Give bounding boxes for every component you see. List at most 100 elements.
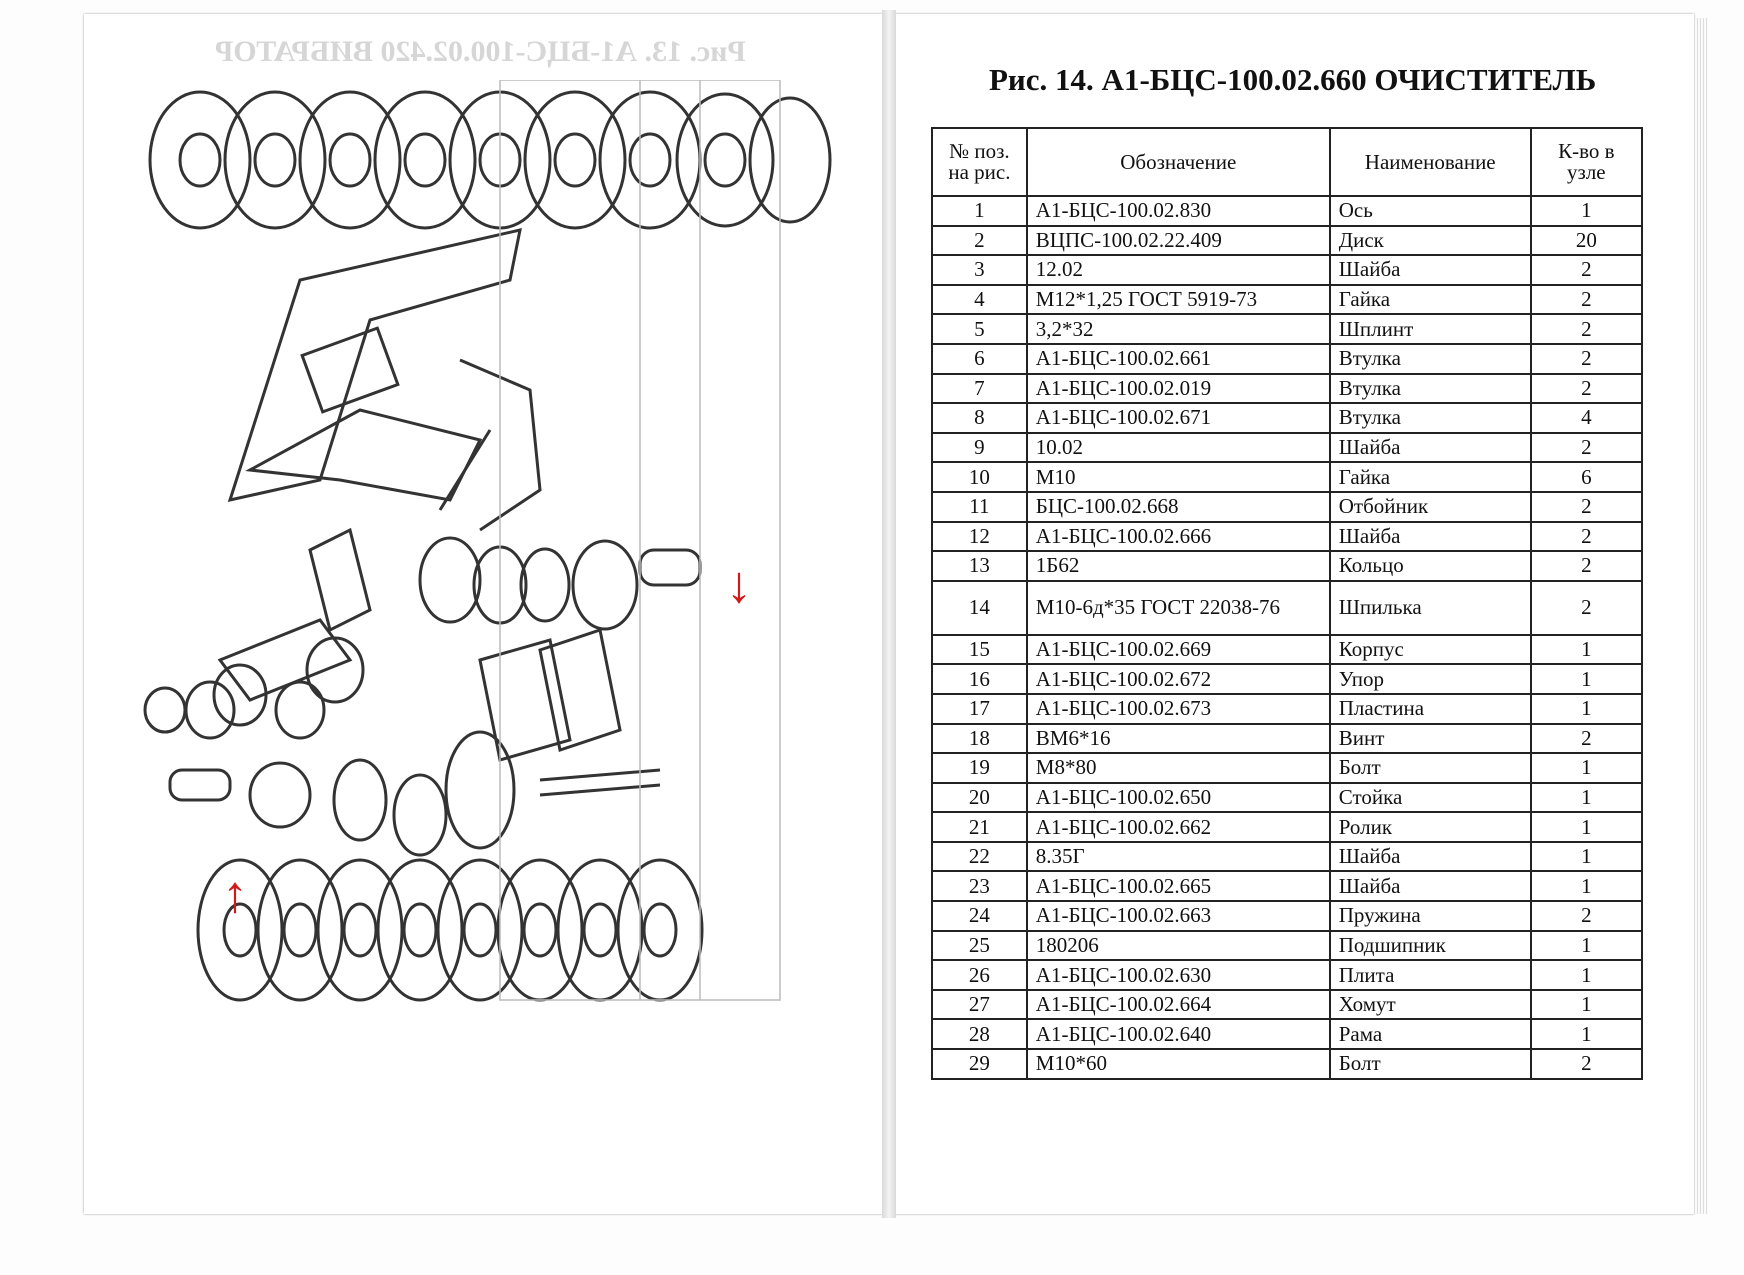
cell-position: 14 <box>931 579 1028 636</box>
cell-designation: 12.02 <box>1025 254 1331 286</box>
cell-position: 27 <box>931 988 1028 1021</box>
cell-position: 3 <box>931 254 1028 286</box>
cell-name: Болт <box>1328 1048 1532 1080</box>
cell-position: 7 <box>931 372 1028 405</box>
cell-quantity: 2 <box>1529 313 1644 345</box>
cell-designation: 10.02 <box>1025 431 1331 464</box>
cell-designation: А1-БЦС-100.02.019 <box>1025 372 1331 405</box>
cell-quantity: 2 <box>1529 579 1644 636</box>
header-designation: Обозначение <box>1025 127 1331 197</box>
cell-quantity: 1 <box>1529 692 1644 725</box>
red-arrow-down-icon: ↓ <box>726 557 752 614</box>
cell-quantity: 1 <box>1529 752 1644 784</box>
cell-quantity: 2 <box>1529 900 1644 932</box>
cell-name: Втулка <box>1328 372 1532 405</box>
cell-name: Винт <box>1328 722 1532 755</box>
cell-name: Корпус <box>1328 633 1532 666</box>
cell-designation: М10 <box>1025 461 1331 493</box>
cell-designation: А1-БЦС-100.02.663 <box>1025 900 1331 932</box>
cell-quantity: 1 <box>1529 988 1644 1021</box>
cell-designation: А1-БЦС-100.02.662 <box>1025 811 1331 843</box>
cell-designation: А1-БЦС-100.02.661 <box>1025 342 1331 375</box>
cell-name: Шайба <box>1328 870 1532 903</box>
cell-position: 5 <box>931 313 1028 345</box>
cell-name: Болт <box>1328 752 1532 784</box>
cell-name: Ось <box>1328 195 1532 227</box>
cell-quantity: 1 <box>1529 929 1644 962</box>
cell-name: Шплинт <box>1328 313 1532 345</box>
cell-quantity: 1 <box>1529 1018 1644 1051</box>
cell-position: 9 <box>931 431 1028 464</box>
book-gutter <box>882 10 896 1218</box>
cell-designation: А1-БЦС-100.02.830 <box>1025 195 1331 227</box>
cell-designation: 8.35Г <box>1025 840 1331 873</box>
red-arrow-up-icon: ↓ <box>222 872 248 929</box>
cell-name: Гайка <box>1328 283 1532 316</box>
cell-quantity: 2 <box>1529 490 1644 523</box>
cell-position: 1 <box>931 195 1028 227</box>
cell-name: Пружина <box>1328 900 1532 932</box>
cell-designation: А1-БЦС-100.02.630 <box>1025 959 1331 991</box>
cell-name: Шайба <box>1328 840 1532 873</box>
cell-name: Втулка <box>1328 402 1532 434</box>
cell-designation: 180206 <box>1025 929 1331 962</box>
cell-designation: М8*80 <box>1025 752 1331 784</box>
cell-quantity: 1 <box>1529 959 1644 991</box>
cell-position: 20 <box>931 781 1028 814</box>
cell-name: Подшипник <box>1328 929 1532 962</box>
cell-quantity: 2 <box>1529 520 1644 553</box>
cell-position: 17 <box>931 692 1028 725</box>
bleed-through-title: Рис. 13. А1-БЦС-100.02.420 ВИБРАТОР <box>215 35 746 68</box>
cell-designation: А1-БЦС-100.02.650 <box>1025 781 1331 814</box>
cell-position: 22 <box>931 840 1028 873</box>
cell-quantity: 1 <box>1529 195 1644 227</box>
cell-designation: А1-БЦС-100.02.673 <box>1025 692 1331 725</box>
bleed-through-grid <box>499 80 781 1001</box>
cell-quantity: 2 <box>1529 254 1644 286</box>
page-edges <box>1694 18 1708 1214</box>
cell-designation: ВМ6*16 <box>1025 722 1331 755</box>
cell-designation: 3,2*32 <box>1025 313 1331 345</box>
cell-name: Втулка <box>1328 342 1532 375</box>
cell-position: 11 <box>931 490 1028 523</box>
cell-quantity: 1 <box>1529 870 1644 903</box>
upper-disc-stack <box>148 90 832 230</box>
cell-position: 25 <box>931 929 1028 962</box>
cell-name: Стойка <box>1328 781 1532 814</box>
cell-designation: М10-6д*35 ГОСТ 22038-76 <box>1025 579 1331 636</box>
lower-disc-stack <box>196 858 704 1002</box>
cell-position: 18 <box>931 722 1028 755</box>
cell-designation: М12*1,25 ГОСТ 5919-73 <box>1025 283 1331 316</box>
cell-quantity: 2 <box>1529 372 1644 405</box>
cell-name: Шпилька <box>1328 579 1532 636</box>
cell-designation: А1-БЦС-100.02.666 <box>1025 520 1331 553</box>
cell-quantity: 1 <box>1529 781 1644 814</box>
cell-quantity: 1 <box>1529 840 1644 873</box>
cell-quantity: 2 <box>1529 283 1644 316</box>
cell-designation: БЦС-100.02.668 <box>1025 490 1331 523</box>
frame-assembly <box>227 228 542 532</box>
cell-name: Отбойник <box>1328 490 1532 523</box>
